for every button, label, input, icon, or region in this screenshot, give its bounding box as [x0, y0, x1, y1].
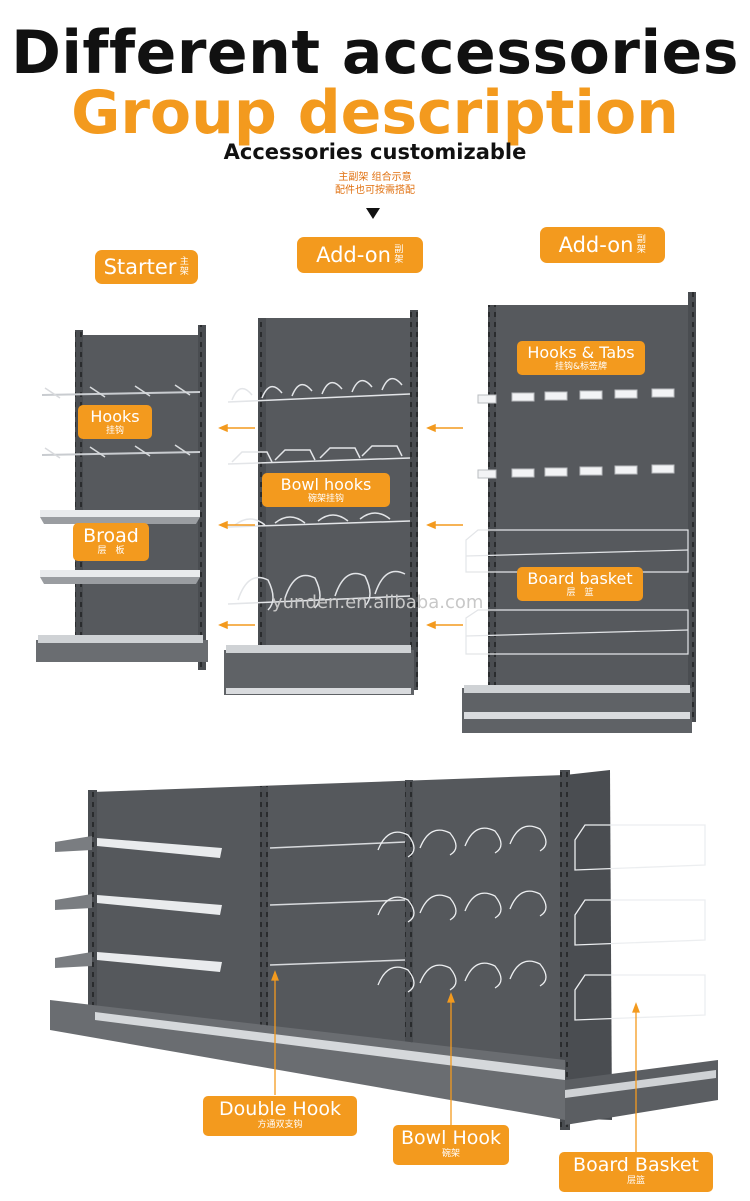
- label-board-basket: Board basket 层 篮: [517, 567, 643, 601]
- tagline: Accessories customizable: [223, 140, 527, 164]
- label-double-hook: Double Hook 方通双支钩: [203, 1096, 357, 1136]
- label-bowl-hooks-cn: 碗架挂钩: [307, 494, 344, 504]
- label-board-basket-2-cn: 层篮: [626, 1176, 645, 1186]
- tag-addon-2-cn: 副架: [636, 235, 646, 255]
- label-bowl-hook-en: Bowl Hook: [400, 1127, 502, 1149]
- label-hooks-en: Hooks: [90, 407, 140, 426]
- label-bowl-hooks-en: Bowl hooks: [280, 475, 372, 494]
- label-double-hook-cn: 方通双支钩: [257, 1120, 303, 1130]
- label-bowl-hook: Bowl Hook 碗架: [393, 1125, 509, 1165]
- label-board-basket-cn: 层 篮: [566, 588, 594, 598]
- label-hooks-tabs: Hooks & Tabs 挂钩&标签牌: [517, 341, 645, 375]
- label-bowl-hooks: Bowl hooks 碗架挂钩: [262, 473, 390, 507]
- down-triangle-icon: [366, 208, 380, 219]
- tag-starter-label: Starter: [103, 255, 177, 279]
- label-broad-en: Broad: [83, 525, 139, 547]
- label-double-hook-en: Double Hook: [219, 1098, 341, 1120]
- label-hooks-tabs-en: Hooks & Tabs: [527, 343, 635, 362]
- label-broad: Broad 层 板: [73, 523, 149, 561]
- combined-gondola: [50, 770, 718, 1130]
- cn-caption-1: 主副架 组合示意: [338, 172, 412, 183]
- tag-addon-1-cn: 副架: [394, 245, 404, 265]
- tag-starter-cn: 主架: [179, 257, 189, 277]
- starter-shelf-unit: [36, 325, 208, 670]
- label-board-basket-2: Board Basket 层篮: [559, 1152, 713, 1192]
- cn-caption-2: 配件也可按需搭配: [335, 185, 415, 196]
- label-board-basket-2-en: Board Basket: [573, 1154, 699, 1176]
- label-bowl-hook-cn: 碗架: [441, 1149, 460, 1159]
- label-hooks-tabs-cn: 挂钩&标签牌: [554, 362, 608, 372]
- label-broad-cn: 层 板: [97, 546, 125, 556]
- label-hooks-cn: 挂钩: [105, 426, 124, 436]
- main-title: Different accessories: [11, 18, 739, 88]
- tag-addon-2: Add-on 副架: [540, 227, 665, 263]
- tag-addon-1: Add-on 副架: [297, 237, 423, 273]
- tag-addon-1-label: Add-on: [316, 243, 391, 267]
- watermark: yunden.en.alibaba.com: [272, 592, 484, 613]
- tag-addon-2-label: Add-on: [558, 233, 634, 257]
- label-hooks: Hooks 挂钩: [78, 405, 152, 439]
- tag-starter: Starter 主架: [95, 250, 198, 284]
- label-board-basket-en: Board basket: [527, 569, 633, 588]
- main-subtitle: Group description: [71, 78, 679, 148]
